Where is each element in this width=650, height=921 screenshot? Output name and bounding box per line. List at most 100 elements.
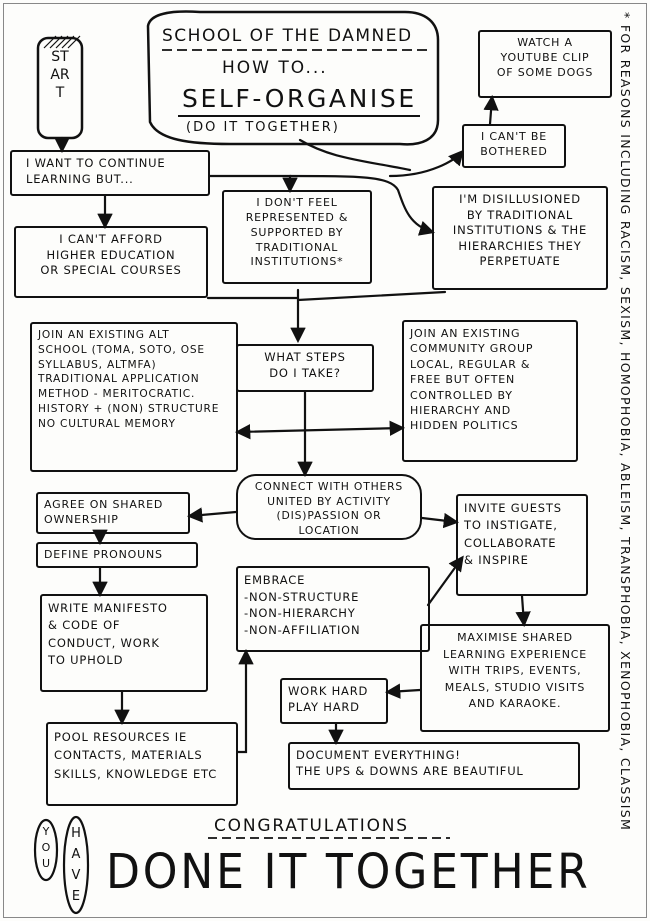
arrow-pool-to-embrace [236,648,254,754]
node-text-line: NO CULTURAL MEMORY [38,417,176,430]
have-oval [62,815,90,915]
node-maximise-learning: MAXIMISE SHARED LEARNING EXPERIENCE WITH T… [420,624,610,732]
start-hatch [43,35,81,49]
node-document-everything: DOCUMENT EVERYTHING!THE UPS & DOWNS ARE … [288,742,580,790]
node-text-line: REPRESENTED & [245,210,349,224]
node-text-line: CONDUCT, WORK [48,635,160,650]
node-text-line: I DON'T FEEL [256,196,338,209]
arrow-continue-to-bothered [388,149,465,178]
node-text-line: INSTITUTIONS* [250,255,344,269]
node-text-line: CONTROLLED BY [410,388,513,402]
node-text-line: HIERARCHY AND [410,403,512,417]
node-text-line: WHAT STEPS [264,350,346,364]
start-label: START [50,49,70,101]
node-alt-school: JOIN AN EXISTING ALT SCHOOL (TOMA, SOTO, … [30,322,238,472]
node-text-line: INVITE GUESTS [464,501,562,515]
node-text-line: (DIS)PASSION OR LOCATION [276,509,382,537]
node-text-line: YOUTUBE CLIP [500,50,590,64]
node-text-line: EMBRACE [244,573,306,587]
node-text-line: SUPPORTED BY [250,225,344,239]
node-text-line: BOTHERED [480,144,548,158]
footer-congratulations: CONGRATULATIONS [214,816,409,836]
node-text-line: THE UPS & DOWNS ARE BEAUTIFUL [296,763,524,778]
node-text-line: SYLLABUS, ALTMFA) [38,358,157,371]
node-text-line: -NON-STRUCTURE [244,589,360,604]
node-text-line: HIERARCHIES THEY [458,238,582,253]
node-text-line: WITH TRIPS, EVENTS, [448,664,582,677]
footer-done-it-together: DONE IT TOGETHER [106,844,591,900]
arrow-continue-to-disillusioned [288,174,435,236]
node-text-line: METHOD - MERITOCRATIC. [38,388,196,401]
node-text-line: POOL RESOURCES IE [54,730,188,744]
node-embrace: EMBRACE -NON-STRUCTURE -NON-HIERARCHY -NON-… [236,566,430,652]
node-text-line: TO INSTIGATE, [464,518,558,533]
node-text-line: OR SPECIAL COURSES [40,263,182,278]
title-line-school: SCHOOL OF THE DAMNED [162,26,413,46]
arrow-connect-to-ownership [186,507,238,523]
node-text-line: COLLABORATE [464,535,557,550]
node-text-line: HISTORY + (NON) STRUCTURE [38,403,220,416]
title-line-how-to: HOW TO... [222,58,328,78]
title-line-do-it-together: (DO IT TOGETHER) [186,120,340,135]
node-text-line: HIDDEN POLITICS [410,419,519,433]
arrow-connect-to-invite [420,512,460,529]
node-text-line: PERPETUATE [479,254,561,269]
arrow-continue-to-represented [208,174,298,194]
you-oval [33,818,59,882]
footer-you: YOU [41,825,51,870]
node-text-line: -NON-HIERARCHY [244,606,356,621]
footer-have: HAVE [71,826,81,904]
node-text-line: HIGHER EDUCATION [46,247,176,262]
node-text-line: OF SOME DOGS [496,65,594,79]
title-speech-bubble [146,10,440,146]
node-text-line: I CAN'T AFFORD [59,232,163,246]
node-text-line: LEARNING EXPERIENCE [443,647,587,661]
node-text-line: WATCH A [517,36,573,49]
title-line-self-organise: SELF-ORGANISE [182,84,417,113]
node-text-line: FREE BUT OFTEN [410,373,516,387]
node-invite-guests: INVITE GUESTS TO INSTIGATE, COLLABORATE & I… [456,494,588,596]
node-text-line: JOIN AN EXISTING [410,327,521,340]
node-text-line: INSTITUTIONS & THE [452,223,588,238]
node-text-line: DEFINE PRONOUNS [44,548,163,561]
node-text-line: DOCUMENT EVERYTHING! [296,748,461,762]
arrow-bothered-to-youtube [483,94,499,126]
arrow-merge-to-what-steps [206,288,447,340]
node-pool-resources: POOL RESOURCES IE CONTACTS, MATERIALS SKIL… [46,722,238,806]
node-text-line: I WANT TO CONTINUE [26,156,166,170]
node-text-line: WRITE MANIFESTO [48,601,168,615]
node-text-line: TRADITIONAL [255,240,339,254]
node-text-line: WORK HARD [288,684,369,698]
node-text-line: JOIN AN EXISTING ALT [38,329,170,341]
node-text-line: CONNECT WITH OTHERS [254,480,404,493]
node-text-line: I CAN'T BE [481,130,547,143]
node-text-line: SCHOOL (TOMA, SOTO, OSE [38,343,205,356]
node-text-line: UNITED BY ACTIVITY [267,494,391,508]
node-text-line: LOCAL, REGULAR & [410,357,531,371]
node-text-line: MAXIMISE SHARED [457,631,573,644]
node-text-line: DO I TAKE? [269,365,341,380]
node-text-line: BY TRADITIONAL [466,207,574,222]
node-text-line: AGREE ON SHARED [44,498,164,511]
node-text-line: I'M DISILLUSIONED [459,192,581,206]
node-text-line: CONTACTS, MATERIALS [54,748,203,763]
node-text-line: SKILLS, KNOWLEDGE ETC [54,766,218,781]
node-text-line: & INSPIRE [464,552,529,567]
node-text-line: OWNERSHIP [44,512,119,526]
node-text-line: AND KARAOKE. [468,697,562,710]
node-text-line: -NON-AFFILIATION [244,623,361,638]
node-define-pronouns: DEFINE PRONOUNS [36,542,198,568]
arrow-alt-to-community [234,420,406,440]
